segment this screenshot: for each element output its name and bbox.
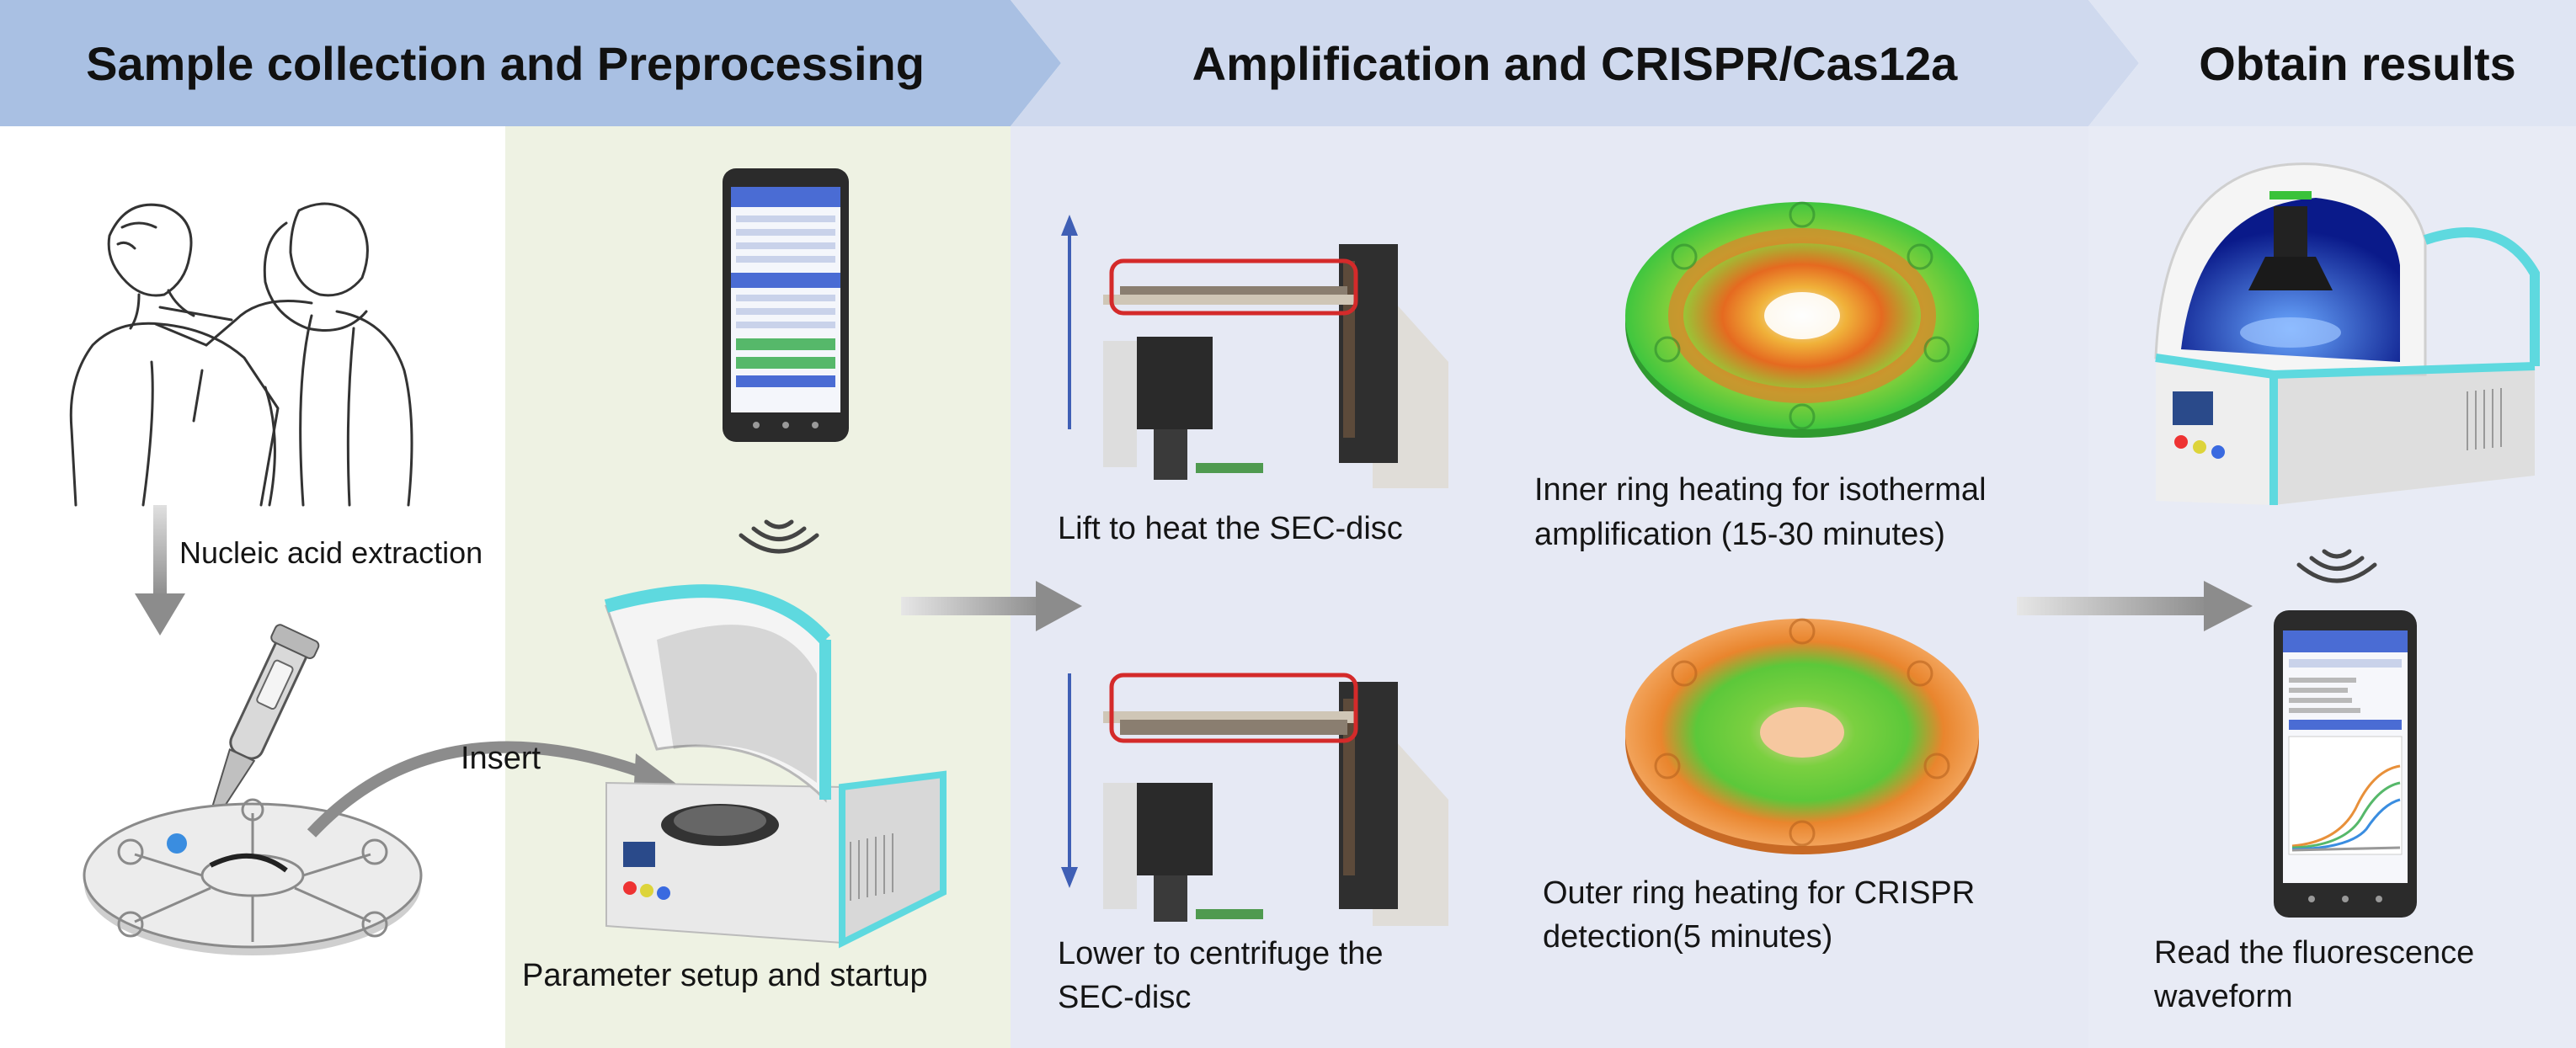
label-nucleic-acid-extraction: Nucleic acid extraction — [179, 535, 483, 570]
label-outer-line1: Outer ring heating for CRISPR — [1543, 875, 1976, 911]
header-stage2-title: Amplification and CRISPR/Cas12a — [1192, 36, 1958, 90]
label-read-line1: Read the fluorescence — [2154, 935, 2475, 971]
wireless-signal-icon-results — [2296, 549, 2377, 583]
smartphone-result — [2274, 610, 2417, 918]
arrow-to-results — [2017, 581, 2253, 631]
header-stage2-chevron — [1011, 0, 2139, 126]
header-stage1-chevron — [0, 0, 1061, 126]
label-lower-line2: SEC-disc — [1058, 980, 1192, 1015]
header-stage3-chevron — [2088, 0, 2576, 126]
header-stage3-title: Obtain results — [2199, 36, 2516, 90]
detection-device-open — [604, 584, 947, 949]
label-inner-line2: amplification (15-30 minutes) — [1534, 517, 1945, 552]
sec-disc-sample — [83, 798, 423, 955]
disc-outer-ring-heating — [1625, 618, 1979, 854]
down-arrow-extraction — [135, 505, 185, 636]
header-stage1-title: Sample collection and Preprocessing — [86, 36, 925, 90]
lift-mechanism — [1061, 215, 1448, 488]
label-lower-line1: Lower to centrifuge the — [1058, 936, 1384, 971]
detection-device-closed — [2154, 162, 2540, 505]
label-inner-line1: Inner ring heating for isothermal — [1534, 472, 1987, 508]
label-lift: Lift to heat the SEC-disc — [1058, 511, 1403, 546]
header-chevron-bar — [0, 0, 2576, 126]
disc-inner-ring-heating — [1625, 201, 1979, 438]
swab-sampling-illustration — [69, 202, 413, 507]
label-insert: Insert — [461, 741, 541, 776]
label-read-line2: waveform — [2154, 979, 2293, 1014]
lower-mechanism — [1061, 673, 1448, 926]
smartphone-setup — [723, 168, 849, 442]
wireless-signal-icon — [739, 519, 819, 554]
label-outer-line2: detection(5 minutes) — [1543, 919, 1833, 955]
label-parameter-setup: Parameter setup and startup — [522, 958, 928, 993]
arrow-to-amplification — [901, 581, 1082, 631]
